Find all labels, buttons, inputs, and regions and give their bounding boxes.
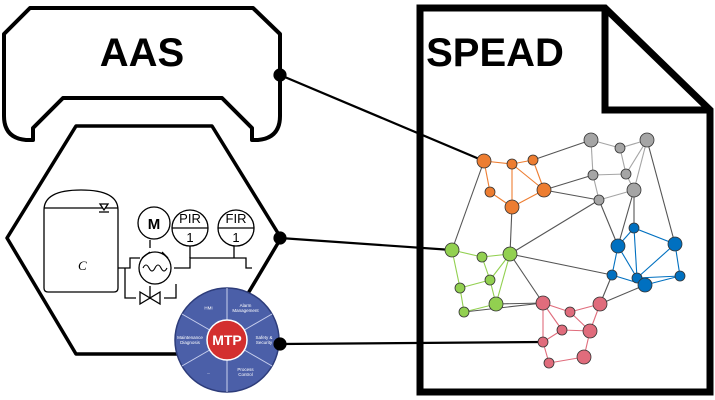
- motor-label: M: [148, 216, 161, 233]
- graph-edge: [543, 174, 594, 191]
- fir-tag: FIR: [226, 211, 247, 226]
- graph-node-grey: [620, 168, 632, 180]
- graph-node-red: [556, 324, 568, 336]
- graph-node-grey: [583, 132, 599, 148]
- graph-node-red: [582, 323, 598, 339]
- graph-edge: [463, 302, 544, 313]
- piping: [118, 240, 252, 299]
- graph-edge: [636, 243, 676, 279]
- graph-node-green: [454, 282, 466, 294]
- graph-node-orange: [484, 186, 496, 198]
- graph-edge: [495, 253, 511, 305]
- spead-label: SPEAD: [426, 31, 564, 75]
- graph-node-green: [484, 274, 496, 286]
- connector-dot-aas: [273, 68, 287, 82]
- tank-icon: C: [43, 189, 119, 293]
- graph-node-grey: [626, 182, 642, 198]
- graph-node-orange: [536, 182, 552, 198]
- mtp-divider: [181, 313, 210, 331]
- graph-node-green: [458, 306, 470, 318]
- graph-node-red: [592, 296, 608, 312]
- graph-edge: [592, 173, 627, 176]
- motor-icon: M: [137, 206, 171, 240]
- graph-edge: [532, 139, 592, 161]
- graph-node-blue: [637, 277, 653, 293]
- graph-node-orange: [504, 199, 520, 215]
- connector-dot-asset: [273, 231, 287, 245]
- graph-edge: [633, 227, 638, 279]
- graph-node-orange: [476, 153, 492, 169]
- graph-edge: [451, 160, 485, 251]
- graph-node-blue: [606, 269, 618, 281]
- graph-node-blue: [674, 270, 686, 282]
- valve-icon: [139, 286, 161, 306]
- graph-node-orange: [527, 154, 539, 166]
- graph-node-grey: [639, 132, 655, 148]
- graph-edge: [495, 302, 544, 305]
- graph-edge: [509, 199, 600, 255]
- graph-node-red: [535, 295, 551, 311]
- graph-node-red: [537, 336, 549, 348]
- pir-tag: PIR: [179, 211, 201, 226]
- connector-dot-mtp: [273, 337, 287, 351]
- pid-drawing: C M: [43, 189, 255, 306]
- pump-icon: [138, 251, 172, 285]
- graph-node-green: [444, 242, 460, 258]
- pir-number: 1: [186, 230, 193, 245]
- connector-asset: [279, 236, 453, 252]
- connector-mtp: [279, 340, 544, 346]
- mtp-divider: [181, 349, 210, 367]
- mtp-label: MTP: [212, 332, 242, 348]
- mtp-segment-label: HMI: [204, 305, 212, 310]
- graph-node-blue: [667, 236, 683, 252]
- graph-edge: [509, 206, 513, 255]
- graph-node-red: [576, 349, 592, 365]
- graph-node-blue: [628, 222, 640, 234]
- graph-node-red: [543, 357, 555, 369]
- aas-shell: AAS: [2, 6, 282, 142]
- mtp-divider: [244, 349, 273, 367]
- connector-aas: [279, 73, 485, 163]
- graph-edge: [646, 139, 676, 245]
- graph-node-red: [564, 306, 576, 318]
- graph-node-orange: [506, 158, 518, 170]
- fir-number: 1: [232, 230, 239, 245]
- graph-node-grey: [614, 142, 626, 154]
- graph-edge: [509, 253, 544, 304]
- connectors: [273, 68, 544, 351]
- network-graph: [444, 132, 686, 369]
- graph-node-green: [476, 251, 488, 263]
- mtp-segment-label: Safety &Security: [255, 335, 272, 345]
- tank-label: C: [78, 258, 87, 273]
- graph-node-blue: [610, 238, 626, 254]
- graph-edge: [617, 189, 635, 247]
- graph-edge: [543, 189, 600, 201]
- pir-instrument: PIR 1: [171, 209, 209, 247]
- graph-node-green: [488, 296, 504, 312]
- graph-edge: [509, 253, 613, 276]
- graph-node-grey: [587, 169, 599, 181]
- graph-edge: [599, 284, 646, 305]
- graph-node-green: [502, 246, 518, 262]
- spead-document: SPEAD: [416, 4, 714, 396]
- graph-edge: [598, 199, 619, 247]
- aas-label: AAS: [100, 31, 184, 75]
- mtp-segment-label: ...: [207, 370, 211, 375]
- mtp-center: [206, 319, 248, 361]
- graph-edge: [633, 139, 648, 191]
- mtp-divider: [244, 313, 273, 331]
- graph-node-grey: [593, 194, 605, 206]
- fir-instrument: FIR 1: [217, 209, 255, 247]
